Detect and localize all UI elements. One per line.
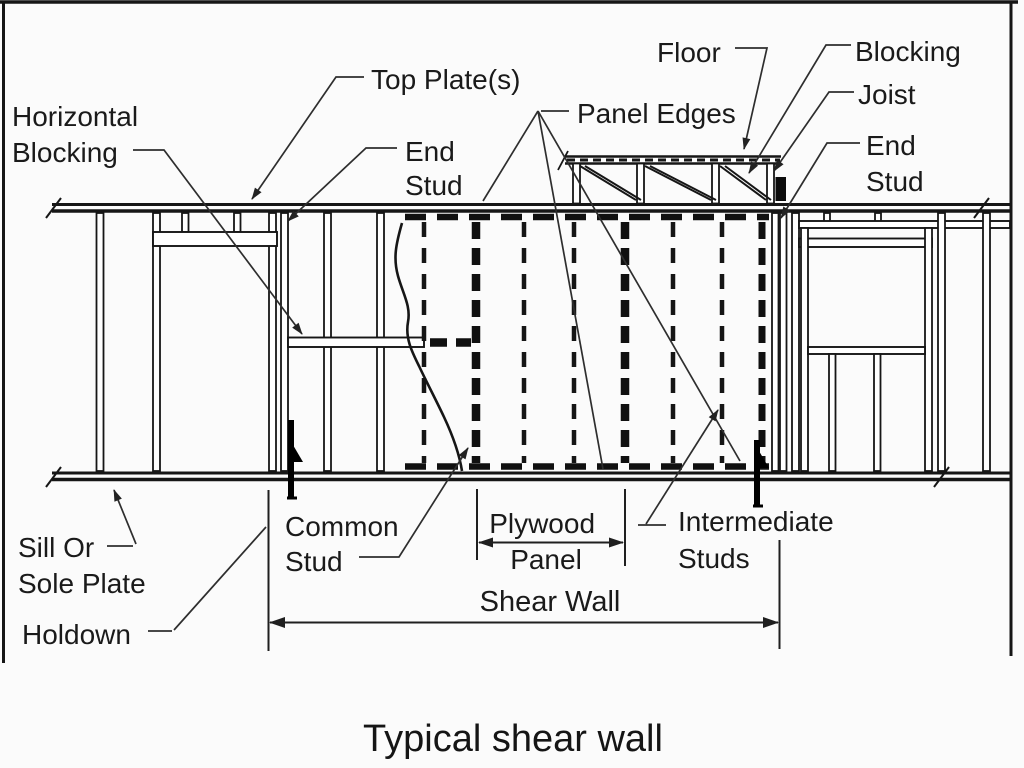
leader-horizontal-blocking xyxy=(133,149,303,335)
label-floor: Floor xyxy=(657,37,721,68)
leader-lines xyxy=(107,44,860,632)
label-shear-wall: Shear Wall xyxy=(480,586,621,618)
top-plate xyxy=(45,197,1010,219)
leader-end-stud-right xyxy=(780,142,860,219)
holdown-anchor-left xyxy=(287,420,303,500)
label-horizontal-blocking: Horizontal Blocking xyxy=(12,101,146,168)
joist xyxy=(636,162,645,205)
bottom-plate xyxy=(45,466,1010,488)
right-wall-framing xyxy=(791,212,1011,472)
plywood-panel-dimension xyxy=(476,489,626,566)
frame-border xyxy=(0,0,1018,663)
leader-holdown xyxy=(148,526,267,632)
label-end-stud-right: End Stud xyxy=(866,130,924,197)
joist xyxy=(766,162,775,205)
leader-sill xyxy=(107,489,137,547)
right-end-stud xyxy=(771,212,788,472)
label-end-stud-left: End Stud xyxy=(405,136,463,201)
leader-common-stud xyxy=(359,447,469,558)
floor-assembly xyxy=(557,150,786,205)
floor-end-block xyxy=(775,177,786,201)
holdown-anchor-right xyxy=(753,440,769,508)
label-blocking: Blocking xyxy=(855,36,961,67)
leader-top-plates xyxy=(251,76,364,200)
label-top-plates: Top Plate(s) xyxy=(371,64,520,95)
leader-intermediate-studs xyxy=(638,409,719,526)
label-panel-edges: Panel Edges xyxy=(577,98,736,129)
leader-blocking xyxy=(748,44,851,174)
leader-panel-edges xyxy=(482,110,741,470)
label-plywood-panel: Plywood Panel xyxy=(489,508,603,575)
plywood-torn-edge xyxy=(394,222,464,472)
joist xyxy=(711,162,720,205)
label-sill-or-sole-plate: Sill Or Sole Plate xyxy=(18,532,146,599)
label-holdown: Holdown xyxy=(22,619,131,650)
floor-blocking-diagonals xyxy=(579,165,772,201)
left-wall-framing xyxy=(95,212,471,472)
label-joist: Joist xyxy=(858,79,916,110)
diagram-caption: Typical shear wall xyxy=(363,718,663,760)
shear-wall-dimension xyxy=(267,490,781,651)
label-common-stud: Common Stud xyxy=(285,511,406,577)
leader-end-stud-left xyxy=(287,147,397,222)
leader-floor xyxy=(735,47,769,150)
leader-joist xyxy=(773,91,854,172)
label-intermediate-studs: Intermediate Studs xyxy=(678,506,841,574)
